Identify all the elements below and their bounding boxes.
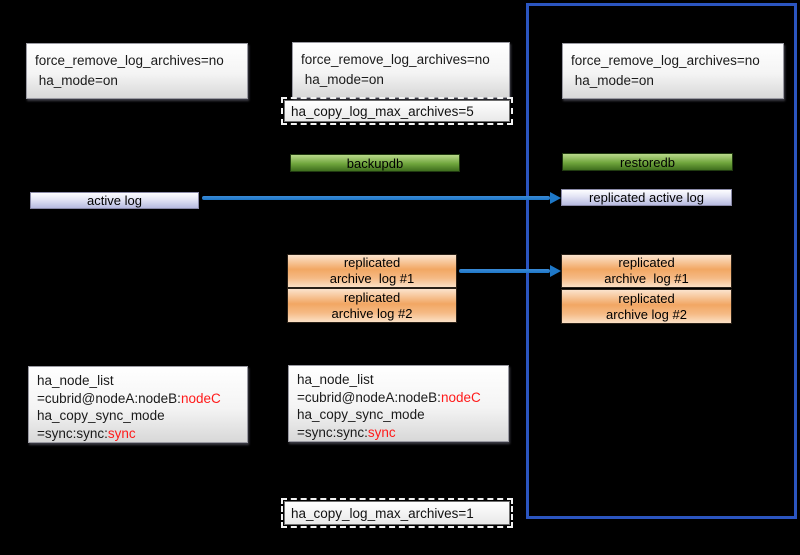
command-label: restoredb (620, 154, 675, 170)
log-label: replicated (618, 290, 675, 306)
log-label: active log (87, 193, 142, 208)
config-line: =sync:sync:sync (37, 425, 243, 443)
arrow-right-icon (550, 192, 561, 204)
config-highlight: sync (107, 425, 136, 441)
config-line: force_remove_log_archives=no (35, 53, 224, 68)
config-box-middle: force_remove_log_archives=no ha_mode=on (292, 42, 510, 98)
config-line-part: =cubrid@nodeA:nodeB: (297, 389, 441, 405)
config-highlight: nodeC (180, 390, 221, 406)
replicated-archive-log-1-right: replicated archive log #1 (561, 254, 732, 288)
config-line: ha_copy_sync_mode (37, 408, 165, 423)
param-label: ha_copy_log_max_archives=5 (291, 103, 474, 119)
config-box-right: force_remove_log_archives=no ha_mode=on (562, 43, 784, 99)
right-node-frame (526, 3, 797, 519)
replicated-active-log-box: replicated active log (561, 189, 732, 206)
config-line: force_remove_log_archives=no (301, 52, 490, 67)
config-line: =cubrid@nodeA:nodeB:nodeC (297, 389, 504, 407)
log-label: archive log #1 (329, 271, 415, 286)
config-line: ha_copy_sync_mode (297, 407, 425, 422)
ha-copy-log-max-archives-1-box: ha_copy_log_max_archives=1 (281, 498, 513, 528)
log-label: archive log #2 (331, 305, 413, 321)
config-highlight: nodeC (440, 389, 481, 405)
restoredb-box: restoredb (562, 153, 733, 171)
config-line: ha_node_list (37, 373, 114, 388)
config-line: ha_mode=on (571, 73, 654, 88)
replicated-archive-log-1-middle: replicated archive log #1 (287, 254, 457, 288)
config-line: force_remove_log_archives=no (571, 53, 760, 68)
param-label: ha_copy_log_max_archives=1 (291, 505, 474, 521)
config-line: =sync:sync:sync (297, 424, 504, 442)
config-highlight: sync (367, 424, 396, 440)
log-label: archive log #2 (606, 306, 687, 322)
log-label: archive log #1 (604, 271, 689, 286)
config-line-part: =sync:sync: (37, 425, 108, 441)
active-log-replication-arrow (202, 196, 550, 200)
active-log-box: active log (30, 192, 199, 209)
config-line-part: =cubrid@nodeA:nodeB: (37, 390, 181, 406)
replicated-archive-log-2-middle: replicated archive log #2 (287, 288, 457, 323)
node-list-config-box-middle: ha_node_list =cubrid@nodeA:nodeB:nodeC h… (288, 365, 509, 442)
log-label: replicated (618, 255, 675, 270)
log-label: replicated active log (589, 190, 704, 205)
config-line: ha_node_list (297, 372, 374, 387)
config-line: ha_mode=on (301, 72, 384, 87)
node-list-config-box-left: ha_node_list =cubrid@nodeA:nodeB:nodeC h… (28, 366, 248, 443)
ha-copy-log-max-archives-5-box: ha_copy_log_max_archives=5 (281, 97, 513, 125)
command-label: backupdb (346, 155, 404, 171)
config-line: ha_mode=on (35, 73, 118, 88)
replicated-archive-log-2-right: replicated archive log #2 (561, 289, 732, 324)
backupdb-box: backupdb (290, 154, 460, 172)
config-line-part: =sync:sync: (297, 424, 368, 440)
log-label: replicated (343, 289, 401, 305)
config-box-left: force_remove_log_archives=no ha_mode=on (26, 43, 248, 99)
archive-log-replication-arrow (459, 269, 550, 273)
arrow-right-icon (550, 265, 561, 277)
log-label: replicated (343, 255, 401, 270)
config-line: =cubrid@nodeA:nodeB:nodeC (37, 390, 243, 408)
